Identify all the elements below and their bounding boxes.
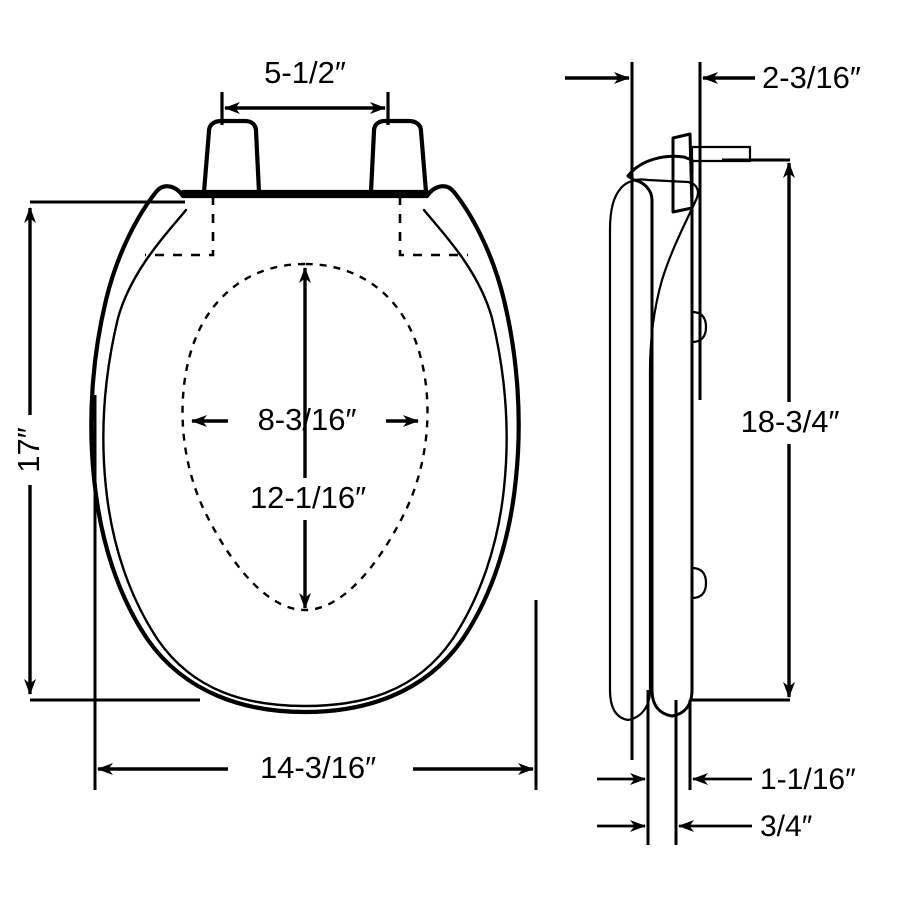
label-backdrop-seat-length bbox=[726, 402, 854, 444]
side-view-bottom-tails bbox=[646, 716, 678, 792]
label-lid-thickness: 3/4″ bbox=[760, 810, 813, 843]
dimension-seat-thickness: 1-1/16″ bbox=[597, 763, 856, 796]
label-overall-width: 14-3/16″ bbox=[260, 750, 376, 785]
hinge-pin-side bbox=[690, 145, 752, 163]
dimension-overall-height: 17″ bbox=[11, 207, 49, 695]
hidden-hinge-left bbox=[145, 196, 215, 257]
dimension-lid-thickness: 3/4″ bbox=[597, 810, 813, 843]
label-backdrop-opening-length bbox=[222, 478, 394, 520]
hinge-post-side bbox=[671, 132, 694, 214]
label-opening-width: 8-3/16″ bbox=[258, 402, 357, 437]
dimension-hinge-offset: 2-3/16″ bbox=[565, 60, 861, 95]
hinge-boss-right bbox=[368, 118, 429, 195]
hidden-hinge-right bbox=[398, 196, 468, 257]
hinge-boss-left bbox=[201, 118, 262, 195]
dimension-seat-length: 18-3/4″ bbox=[726, 162, 854, 698]
front-view-extension-lines bbox=[30, 200, 538, 790]
label-seat-thickness: 1-1/16″ bbox=[760, 763, 856, 796]
label-hinge-spacing: 5-1/2″ bbox=[264, 55, 346, 90]
label-hinge-offset: 2-3/16″ bbox=[762, 60, 861, 95]
dimension-overall-width: 14-3/16″ bbox=[97, 748, 534, 790]
seat-bumper-tab-lower bbox=[690, 566, 708, 600]
label-backdrop-overall-height bbox=[11, 415, 49, 485]
hinge-hidden-lines bbox=[145, 196, 468, 257]
label-seat-length: 18-3/4″ bbox=[741, 404, 840, 439]
label-backdrop-overall-width bbox=[228, 748, 413, 790]
front-view: 5-1/2″ 17″ 8-3/16″ 12-1/16″ bbox=[11, 55, 538, 790]
dimension-opening-length: 12-1/16″ bbox=[222, 267, 394, 609]
lid-outer-outline bbox=[89, 184, 521, 715]
label-overall-height: 17″ bbox=[11, 427, 46, 472]
seat-bumper-tab-upper bbox=[690, 310, 708, 344]
seat-ring-outline bbox=[102, 208, 508, 708]
side-view: 2-3/16″ 18-3/4″ 1-1/16″ 3/4″ bbox=[565, 60, 861, 845]
seat-opening-outline bbox=[181, 262, 429, 612]
label-opening-length: 12-1/16″ bbox=[250, 480, 366, 515]
dimension-hinge-spacing: 5-1/2″ bbox=[220, 55, 390, 125]
lid-profile-outline bbox=[626, 154, 694, 718]
